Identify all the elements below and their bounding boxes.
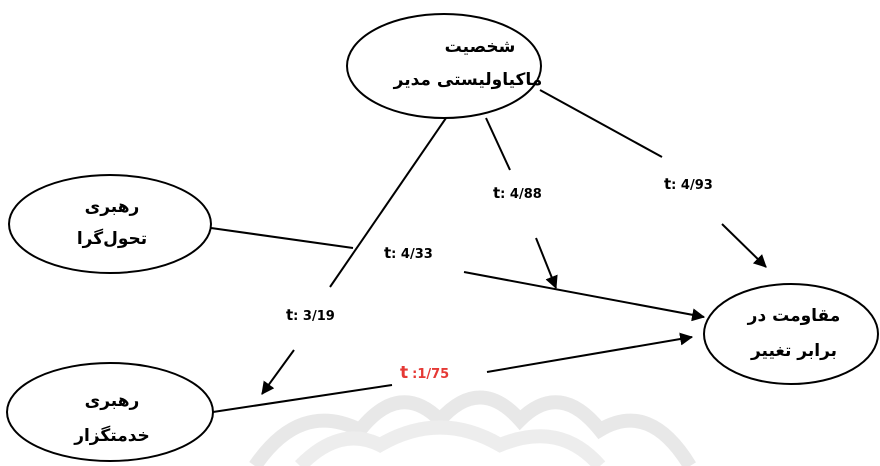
- t-value: : 4/88: [500, 187, 542, 202]
- t-value: : 4/93: [671, 178, 713, 193]
- node-label-line2: خدمتگزار: [73, 425, 150, 446]
- t-symbol: t: [286, 306, 293, 324]
- edge-serv-resist-right: [486, 332, 694, 373]
- t-value: : 3/19: [293, 309, 335, 324]
- edge-serv-resist-left: [212, 384, 393, 413]
- node-label-line2: ماکیاولیستی مدیر: [393, 70, 543, 90]
- edge-trans-resist-left: [210, 227, 354, 249]
- edge-trans-resist-right: [463, 271, 706, 322]
- edge-mach-serv-arrow: [261, 349, 295, 395]
- node-label-line2: برابر تغییر: [750, 341, 837, 361]
- node-label-line1: مقاومت در: [747, 306, 841, 326]
- node-transformational-leadership: رهبری تحول‌گرا: [8, 174, 212, 274]
- node-resistance-to-change: مقاومت در برابر تغییر: [703, 283, 879, 385]
- t-symbol: t: [664, 175, 671, 193]
- node-machiavellian-personality: شخصیت ماکیاولیستی مدیر: [346, 13, 543, 119]
- node-label-line1: رهبری: [85, 197, 140, 217]
- node-label-line2: تحول‌گرا: [77, 228, 147, 249]
- edge-mach-resist-upper: [539, 89, 663, 158]
- t-symbol: t: [384, 244, 391, 262]
- edge-label-mach-path: t: 4/88: [493, 184, 542, 202]
- edge-mach-path-arrow: [535, 237, 558, 290]
- edge-mach-resist-arrow: [721, 223, 767, 268]
- node-label-line1: شخصیت: [445, 37, 516, 57]
- node-label-line1: رهبری: [85, 391, 140, 411]
- t-symbol: t: [493, 184, 500, 202]
- node-servant-leadership: رهبری خدمتگزار: [6, 362, 214, 462]
- edge-mach-path-upper: [485, 117, 511, 171]
- edge-label-serv-resist: t :1/75: [400, 363, 449, 383]
- edge-mach-serv-upper: [329, 117, 447, 288]
- watermark-ornament: [249, 390, 696, 466]
- t-value: : 4/33: [391, 247, 433, 262]
- edge-label-trans-resist: t: 4/33: [384, 244, 433, 262]
- t-value: :1/75: [412, 367, 449, 382]
- edge-label-mach-serv: t: 3/19: [286, 306, 335, 324]
- edge-label-mach-resist: t: 4/93: [664, 175, 713, 193]
- t-symbol: t: [400, 363, 408, 383]
